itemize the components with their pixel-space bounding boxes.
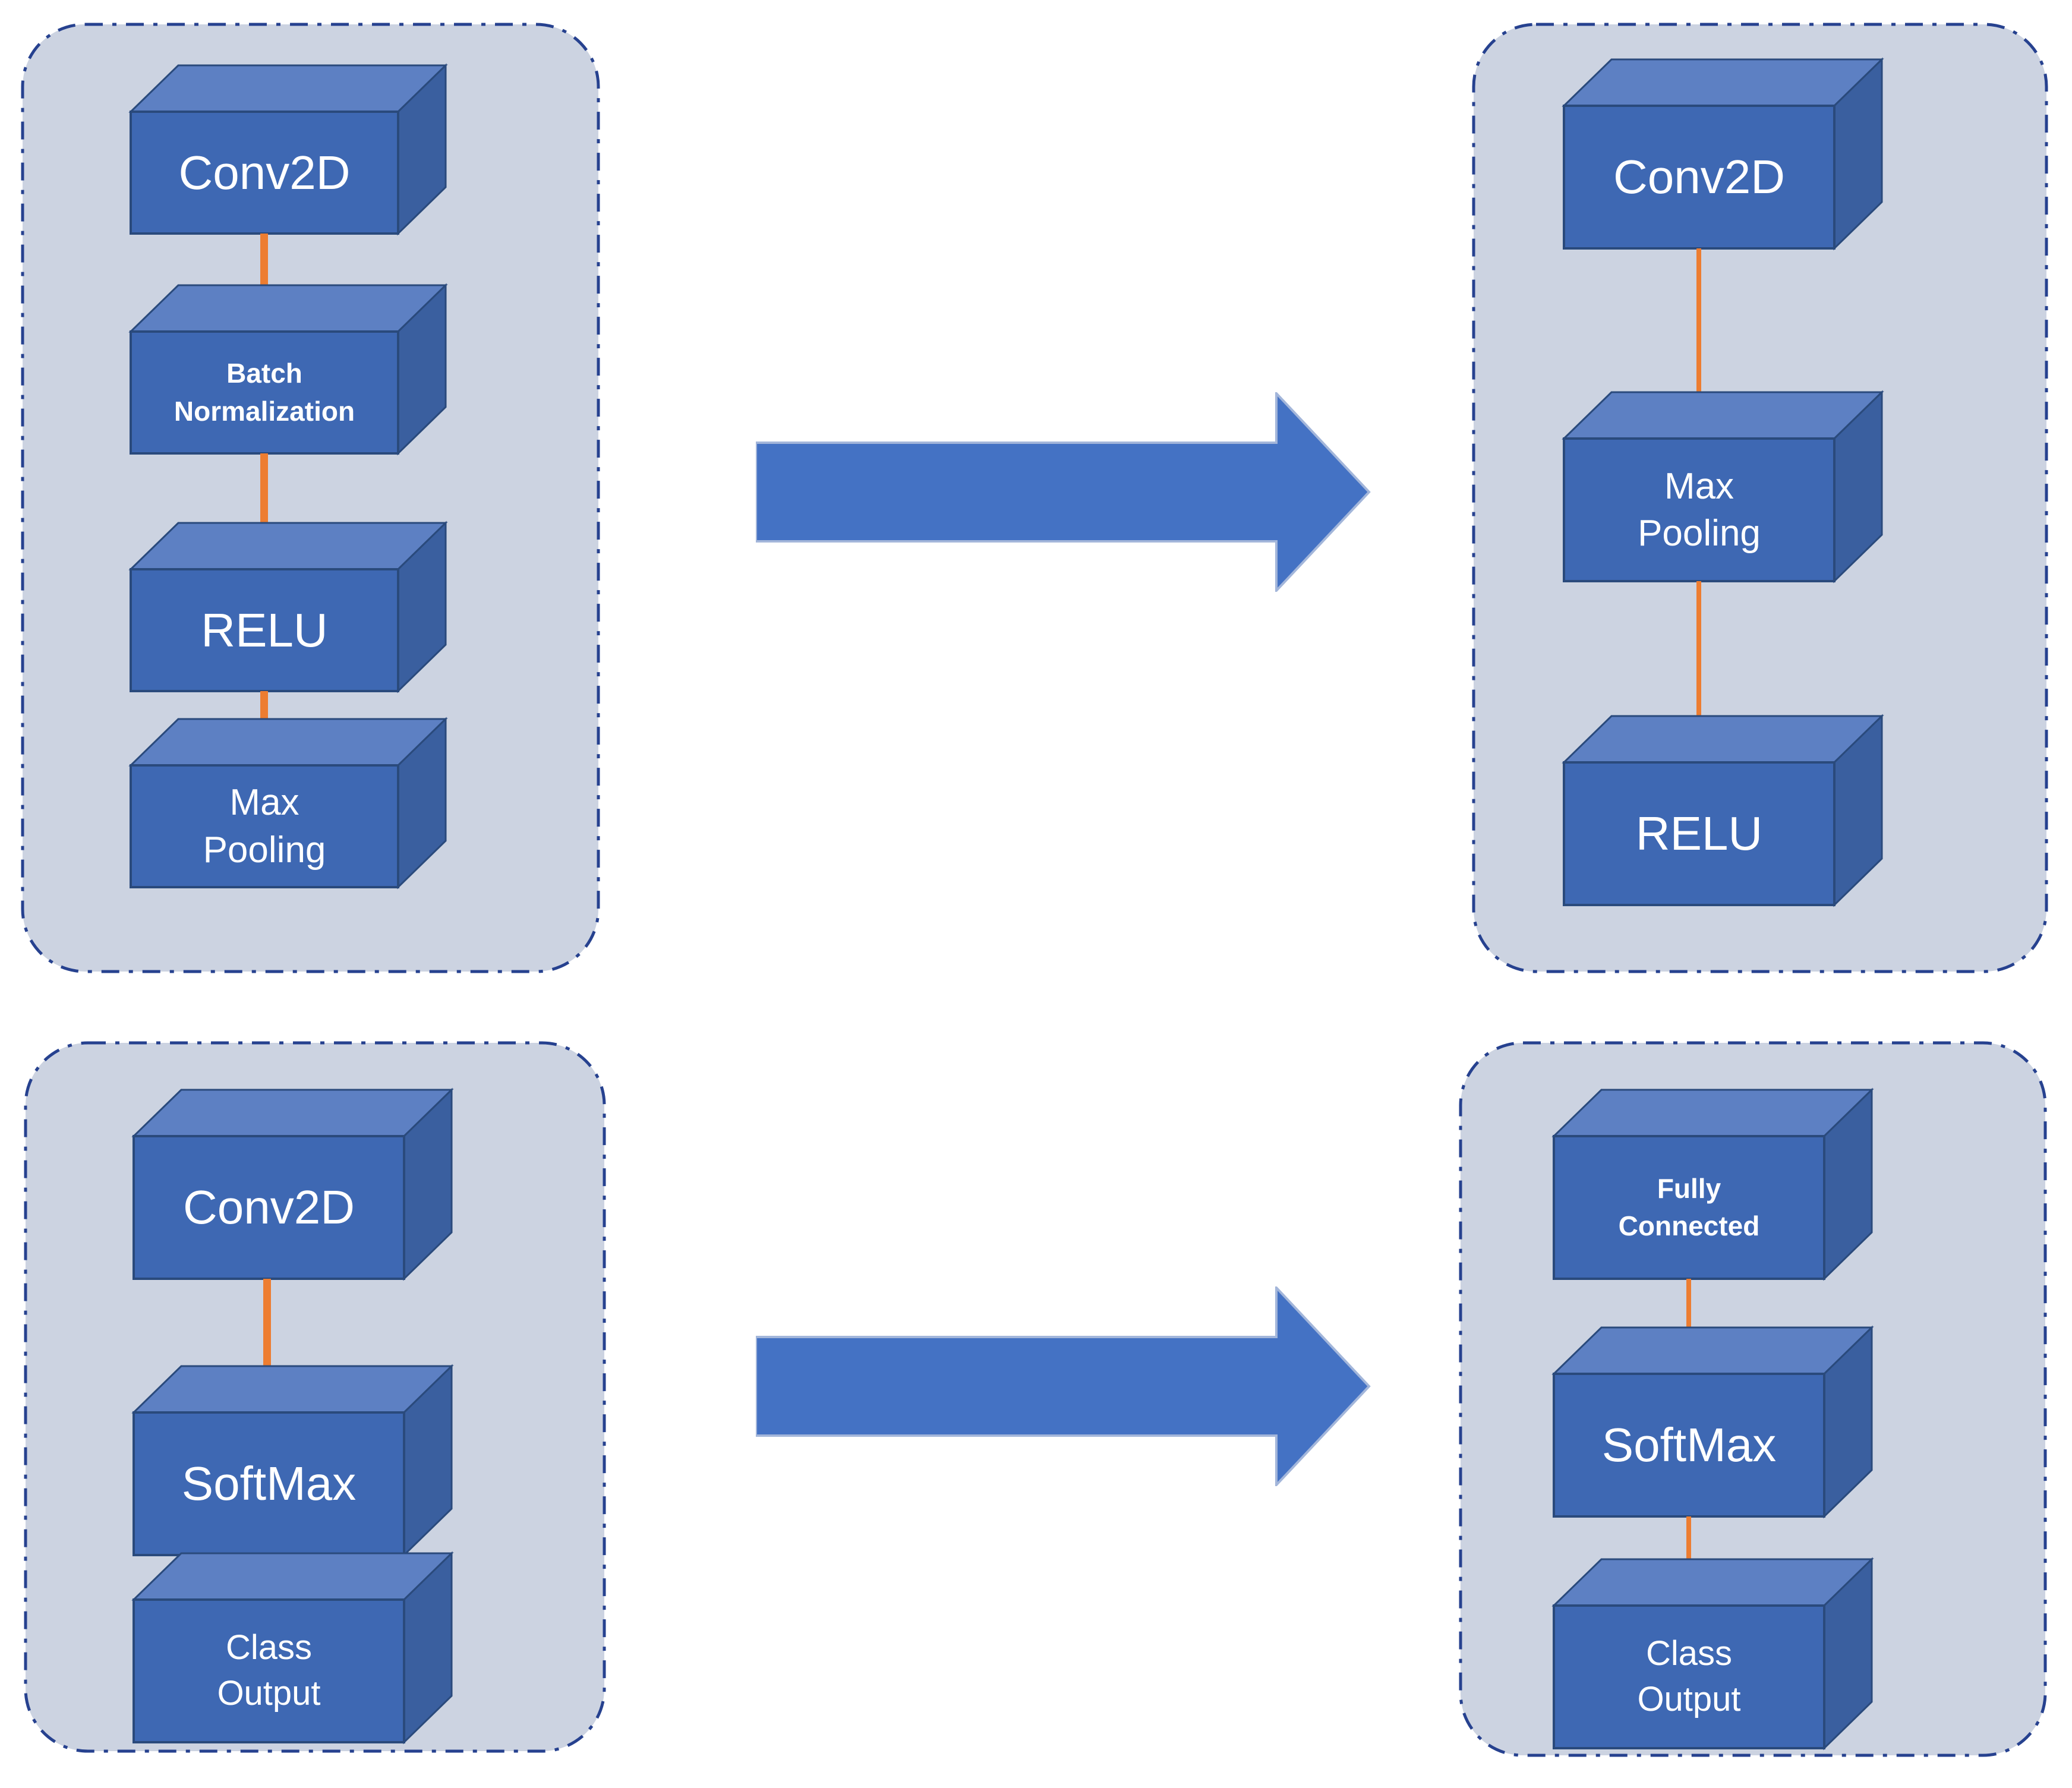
- layer-label-line: Max: [229, 782, 299, 824]
- layer-label-line: Connected: [1618, 1210, 1760, 1241]
- right-arrow-icon: [756, 392, 1371, 592]
- box-3d-shape: [131, 1364, 454, 1557]
- box-3d-shape: [1551, 1325, 1874, 1519]
- box-3d-shape: [1562, 714, 1884, 907]
- layer-label: Fully Connected: [1554, 1136, 1824, 1279]
- panel-bottom-left: Conv2D SoftMax Class Output: [24, 1041, 606, 1753]
- layer-label-line: Class: [225, 1628, 313, 1667]
- layer-label: Batch Normalization: [131, 332, 398, 453]
- layer-box-conv2d: Conv2D: [128, 63, 448, 236]
- layer-label-line: Conv2D: [182, 1181, 355, 1234]
- layer-box-relu: RELU: [1562, 714, 1884, 907]
- layer-label-line: SoftMax: [1601, 1418, 1777, 1471]
- layer-box-class-output: Class Output: [131, 1551, 454, 1745]
- layer-label: Class Output: [134, 1600, 404, 1742]
- box-3d-shape: [1562, 390, 1884, 584]
- layer-label-line: Pooling: [1638, 513, 1761, 554]
- layer-box-conv2d: Conv2D: [1562, 57, 1884, 251]
- down-arrow-icon: [1696, 248, 1701, 425]
- layer-label-line: Max: [1664, 465, 1734, 507]
- box-3d-shape: [128, 283, 448, 456]
- layer-box-class-output: Class Output: [1551, 1557, 1874, 1751]
- layer-label-line: Class: [1645, 1634, 1733, 1673]
- layer-label: Class Output: [1554, 1606, 1824, 1748]
- layer-label-line: Output: [217, 1674, 321, 1713]
- layer-box-batch-normalization: Batch Normalization: [128, 283, 448, 456]
- layer-box-max-pooling: Max Pooling: [128, 717, 448, 890]
- box-3d-shape: [131, 1551, 454, 1745]
- layer-box-max-pooling: Max Pooling: [1562, 390, 1884, 584]
- layer-label-line: SoftMax: [181, 1457, 357, 1510]
- layer-label: SoftMax: [1554, 1374, 1824, 1516]
- box-3d-shape: [1562, 57, 1884, 251]
- layer-label-line: Batch: [226, 358, 302, 389]
- down-arrow-icon: [1686, 1279, 1691, 1361]
- down-arrow-icon: [1696, 581, 1701, 749]
- layer-label-line: RELU: [1635, 807, 1763, 860]
- layer-label-line: Fully: [1657, 1172, 1721, 1204]
- box-3d-shape: [1551, 1087, 1874, 1281]
- layer-label: Max Pooling: [1564, 439, 1834, 581]
- layer-label-line: Normalization: [174, 395, 355, 427]
- box-3d-shape: [128, 717, 448, 890]
- layer-label-line: RELU: [201, 603, 328, 657]
- layer-box-softmax: SoftMax: [131, 1364, 454, 1557]
- panel-top-right: Conv2D Max Pooling RELU: [1472, 23, 2048, 973]
- layer-box-conv2d: Conv2D: [131, 1087, 454, 1281]
- panel-top-left: Conv2D Batch Normalization RELU: [21, 23, 600, 973]
- box-3d-shape: [128, 521, 448, 693]
- layer-label: Conv2D: [1564, 106, 1834, 248]
- box-3d-shape: [1551, 1557, 1874, 1751]
- layer-label-line: Conv2D: [1613, 150, 1786, 203]
- layer-label-line: Output: [1637, 1680, 1741, 1718]
- layer-label: SoftMax: [134, 1412, 404, 1555]
- down-arrow-icon: [1686, 1516, 1691, 1593]
- layer-label-line: Conv2D: [178, 146, 351, 199]
- layer-label: RELU: [1564, 762, 1834, 905]
- layer-label-line: Pooling: [203, 829, 326, 871]
- panel-bottom-right: Fully Connected SoftMax Class Output: [1459, 1041, 2047, 1757]
- right-arrow-icon: [756, 1286, 1371, 1486]
- layer-box-relu: RELU: [128, 521, 448, 693]
- box-3d-shape: [131, 1087, 454, 1281]
- layer-box-softmax: SoftMax: [1551, 1325, 1874, 1519]
- box-3d-shape: [128, 63, 448, 236]
- layer-label: Conv2D: [134, 1136, 404, 1279]
- layer-label: Conv2D: [131, 112, 398, 234]
- layer-label: Max Pooling: [131, 765, 398, 887]
- layer-box-fully-connected: Fully Connected: [1551, 1087, 1874, 1281]
- layer-label: RELU: [131, 569, 398, 691]
